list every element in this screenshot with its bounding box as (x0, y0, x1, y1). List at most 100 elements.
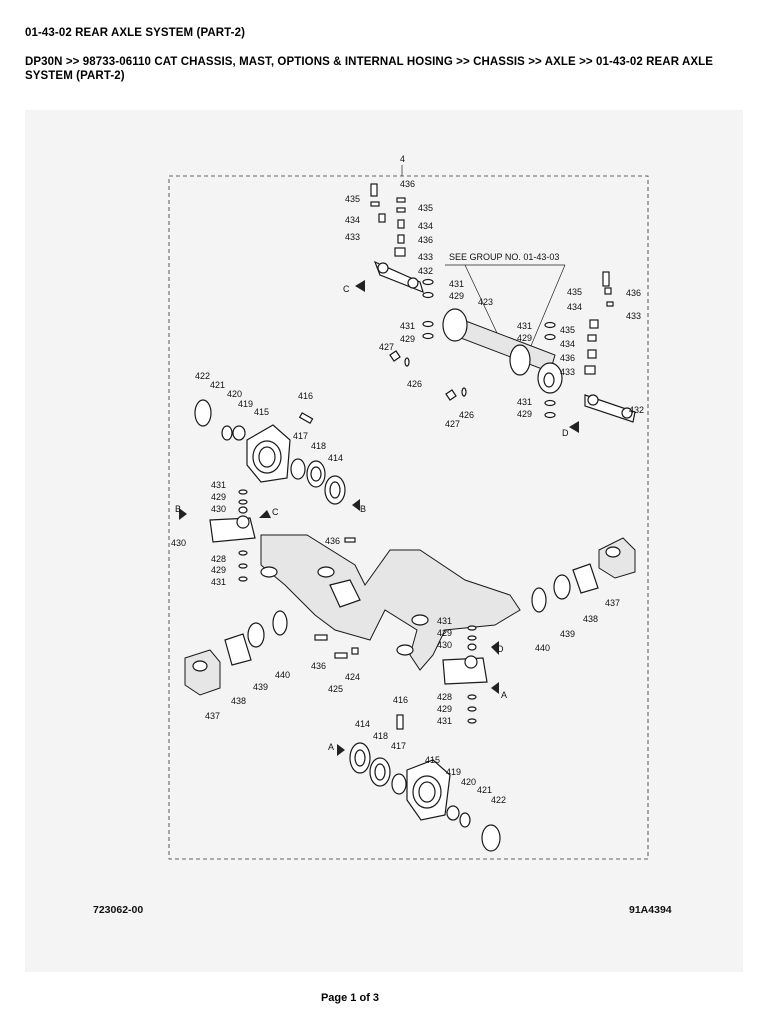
part-label-431-c: 431 (517, 321, 532, 331)
view-marker-c-left: C (272, 507, 279, 517)
upper-left-bolt-stack (370, 183, 406, 257)
part-label-432-b: 432 (629, 405, 644, 415)
part-label-434-c: 434 (567, 302, 582, 312)
part-label-429-f: 429 (211, 565, 226, 575)
assembly-boundary (168, 175, 649, 860)
axle-shaft-part (442, 308, 563, 394)
view-marker-a-right: A (501, 690, 507, 700)
page-title: 01-43-02 REAR AXLE SYSTEM (PART-2) (25, 27, 246, 39)
upper-right-bolt-stack (584, 271, 614, 375)
part-label-431: 431 (449, 279, 464, 289)
part-label-429-b: 429 (400, 334, 415, 344)
right-bushing-stack (531, 537, 636, 613)
lower-bolts (314, 537, 359, 659)
part-label-429-h: 429 (437, 704, 452, 714)
upper-washer-stack (422, 278, 556, 419)
part-label-429-e: 429 (211, 492, 226, 502)
part-label-425: 425 (328, 684, 343, 694)
part-label-429-g: 429 (437, 628, 452, 638)
part-label-421-b: 421 (477, 785, 492, 795)
part-label-416: 416 (298, 391, 313, 401)
part-label-414-b: 414 (355, 719, 370, 729)
part-label-419: 419 (238, 399, 253, 409)
part-label-432: 432 (418, 266, 433, 276)
part-label-415-b: 415 (425, 755, 440, 765)
part-label-431-f: 431 (211, 577, 226, 587)
part-label-435: 435 (345, 194, 360, 204)
part-label-417-b: 417 (391, 741, 406, 751)
part-label-434-b: 434 (418, 221, 433, 231)
view-marker-d-top: D (562, 428, 569, 438)
part-label-434: 434 (345, 215, 360, 225)
part-label-422: 422 (195, 371, 210, 381)
part-label-439-b: 439 (253, 682, 268, 692)
part-label-419-b: 419 (446, 767, 461, 777)
part-label-430-c: 430 (437, 640, 452, 650)
drawing-number-right: 91A4394 (629, 904, 672, 916)
part-label-427-b: 427 (445, 419, 460, 429)
view-marker-b-left: B (175, 504, 181, 514)
part-label-426-b: 426 (459, 410, 474, 420)
part-label-431-e: 431 (211, 480, 226, 490)
part-label-438: 438 (583, 614, 598, 624)
part-label-436-b: 436 (418, 235, 433, 245)
left-bushing-stack (184, 610, 288, 696)
part-label-433-d: 433 (560, 367, 575, 377)
part-label-415: 415 (254, 407, 269, 417)
part-label-421: 421 (210, 380, 225, 390)
part-label-439: 439 (560, 629, 575, 639)
part-label-428-b: 428 (437, 692, 452, 702)
drawing-number-left: 723062-00 (93, 904, 143, 916)
part-label-435-c: 435 (567, 287, 582, 297)
part-label-431-g: 431 (437, 616, 452, 626)
part-label-417: 417 (293, 431, 308, 441)
part-label-433-b: 433 (418, 252, 433, 262)
grease-fittings (389, 350, 467, 401)
part-label-440: 440 (535, 643, 550, 653)
part-label-438-b: 438 (231, 696, 246, 706)
part-label-433-c: 433 (626, 311, 641, 321)
part-label-429-d: 429 (517, 409, 532, 419)
upper-left-link-part (373, 260, 424, 294)
part-label-435-d: 435 (560, 325, 575, 335)
breadcrumb: DP30N >> 98733-06110 CAT CHASSIS, MAST, … (25, 56, 714, 82)
part-label-436: 436 (400, 179, 415, 189)
part-label-436-d: 436 (560, 353, 575, 363)
lower-hub-assembly (349, 714, 501, 852)
exploded-parts-diagram: 4 SEE GROUP NO. 01-43-03 (93, 154, 672, 916)
part-label-434-d: 434 (560, 339, 575, 349)
part-label-424: 424 (345, 672, 360, 682)
part-label-431-h: 431 (437, 716, 452, 726)
part-label-418-b: 418 (373, 731, 388, 741)
part-label-429-c: 429 (517, 333, 532, 343)
part-label-426: 426 (407, 379, 422, 389)
view-arrows (179, 280, 579, 756)
part-label-430: 430 (211, 504, 226, 514)
view-marker-b-right: B (360, 504, 366, 514)
part-label-433: 433 (345, 232, 360, 242)
part-label-428: 428 (211, 554, 226, 564)
part-label-437: 437 (605, 598, 620, 608)
part-label-420: 420 (227, 389, 242, 399)
right-pivot-bracket (442, 625, 488, 724)
part-label-422-b: 422 (491, 795, 506, 805)
part-label-416-b: 416 (393, 695, 408, 705)
see-group-note: SEE GROUP NO. 01-43-03 (449, 252, 559, 262)
view-marker-c-top: C (343, 284, 350, 294)
part-label-436-e: 436 (325, 536, 340, 546)
part-label-420-b: 420 (461, 777, 476, 787)
page-indicator: Page 1 of 3 (320, 992, 380, 1004)
part-label-435-b: 435 (418, 203, 433, 213)
part-label-414: 414 (328, 453, 343, 463)
part-label-436-f: 436 (311, 661, 326, 671)
left-hub-assembly (194, 399, 346, 505)
part-label-418: 418 (311, 441, 326, 451)
assembly-number-label: 4 (400, 154, 405, 164)
part-label-431-d: 431 (517, 397, 532, 407)
upper-right-link-part (584, 394, 636, 423)
left-pivot-bracket (209, 489, 256, 582)
part-label-423: 423 (478, 297, 493, 307)
part-label-429: 429 (449, 291, 464, 301)
part-label-436-c: 436 (626, 288, 641, 298)
part-label-431-b: 431 (400, 321, 415, 331)
